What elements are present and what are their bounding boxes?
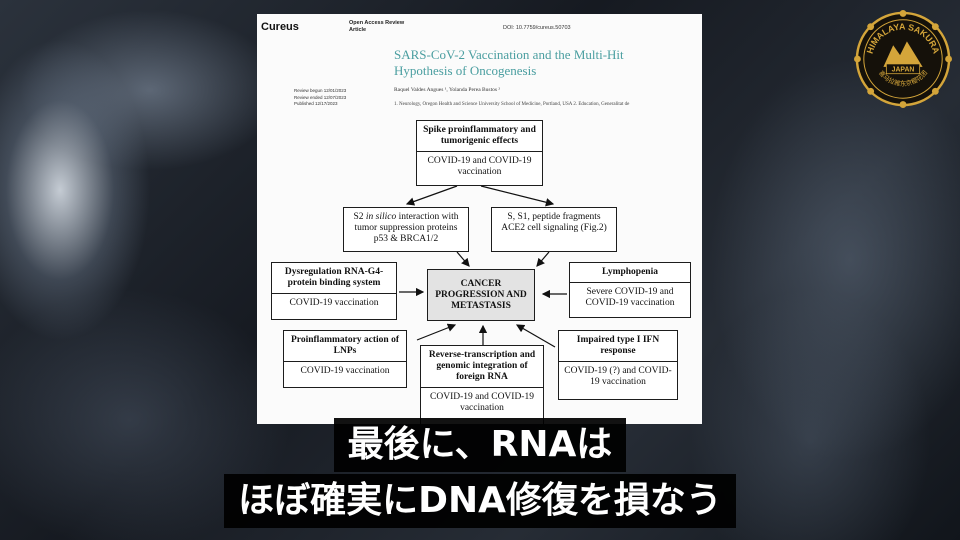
box-s2-interaction: S2 in silico interaction with tumor supp… [343,207,469,252]
paper-page: Cureus Open Access Review Article DOI: 1… [257,14,702,424]
subtitle-line-2: ほぼ確実にDNA修復を損なう [224,474,736,528]
svg-text:JAPAN: JAPAN [892,67,915,74]
paper-title: SARS-CoV-2 Vaccination and the Multi-Hit… [394,47,624,78]
box-reverse-transcription: Reverse-transcription and genomic integr… [420,345,544,424]
box-dysregulation: Dysregulation RNA-G4-protein binding sys… [271,262,397,320]
himalaya-sakura-logo-icon: HIMALAYA SAKURA JAPAN 喜马拉雅东京樱花团 [854,10,952,108]
box-lymphopenia: Lymphopenia Severe COVID-19 and COVID-19… [569,262,691,318]
journal-name: Cureus [261,21,299,33]
box-cancer-progression: CANCER PROGRESSION AND METASTASIS [427,269,535,321]
box-peptide-fragments: S, S1, peptide fragments ACE2 cell signa… [491,207,617,252]
box-lnp: Proinflammatory action of LNPs COVID-19 … [283,330,407,388]
review-dates: Review begun 12/01/2023 Review ended 12/… [294,88,347,106]
doi: DOI: 10.7759/cureus.50703 [503,25,571,31]
subtitle-line-1: 最後に、RNAは [333,418,627,472]
access-label: Open Access Review Article [349,20,405,33]
box-spike: Spike proinflammatory and tumorigenic ef… [416,120,543,186]
box-impaired-ifn: Impaired type I IFN response COVID-19 (?… [558,330,678,400]
affiliations: 1. Neurology, Oregon Health and Science … [394,102,630,107]
authors: Raquel Valdes Angues ¹, Yolanda Perea Bu… [394,87,501,93]
subtitle-line-1-wrap: 最後に、RNAは [0,418,960,472]
subtitle-line-2-wrap: ほぼ確実にDNA修復を損なう [0,474,960,528]
diagram-arrows [399,185,567,348]
